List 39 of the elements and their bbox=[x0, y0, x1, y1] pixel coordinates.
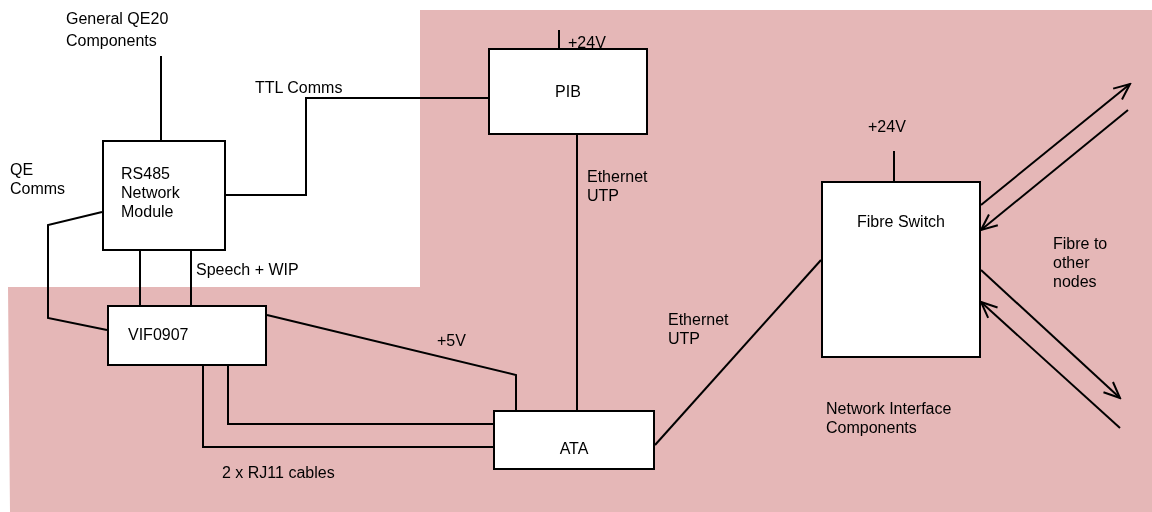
component-box bbox=[493, 410, 655, 470]
text-label: 2 x RJ11 cables bbox=[222, 463, 335, 482]
arrow bbox=[980, 109, 1129, 231]
connector-line bbox=[225, 97, 489, 196]
component-box bbox=[488, 48, 648, 135]
connector-line bbox=[227, 365, 494, 425]
connector-line bbox=[139, 250, 141, 306]
edge-label: +24V bbox=[868, 117, 906, 136]
edge-label: +24V bbox=[568, 33, 606, 52]
connector-line bbox=[190, 250, 192, 306]
arrow bbox=[980, 269, 1121, 399]
connector-line bbox=[202, 365, 494, 448]
box-label: ATA bbox=[558, 439, 590, 458]
connector-line bbox=[893, 150, 895, 182]
component-box bbox=[107, 305, 267, 366]
arrow bbox=[980, 301, 1121, 429]
edge-label: Ethernet UTP bbox=[587, 167, 649, 205]
box-label: PIB bbox=[554, 82, 582, 101]
edge-label: QE Comms bbox=[10, 160, 67, 198]
component-box bbox=[102, 140, 226, 251]
text-label: General QE20 Components bbox=[66, 8, 198, 56]
edge-label: TTL Comms bbox=[255, 78, 343, 97]
box-label: VIF0907 bbox=[128, 325, 190, 344]
edge-label: Speech + WIP bbox=[196, 260, 299, 279]
connector-line bbox=[654, 259, 822, 446]
connector-line bbox=[266, 314, 517, 411]
edge-label: +5V bbox=[437, 331, 466, 350]
connector-line bbox=[558, 29, 560, 49]
component-box bbox=[821, 181, 981, 358]
connector-line bbox=[576, 134, 578, 411]
region-label: Network Interface Components bbox=[826, 399, 953, 437]
box-label: RS485 Network Module bbox=[121, 164, 181, 221]
shaded-region bbox=[8, 10, 1152, 512]
connector-line bbox=[160, 55, 162, 141]
arrow bbox=[980, 83, 1131, 206]
text-label: Fibre to other nodes bbox=[1053, 234, 1109, 291]
edge-label: Ethernet UTP bbox=[668, 310, 730, 348]
box-label: Fibre Switch bbox=[856, 212, 946, 231]
connector-line bbox=[47, 211, 108, 331]
